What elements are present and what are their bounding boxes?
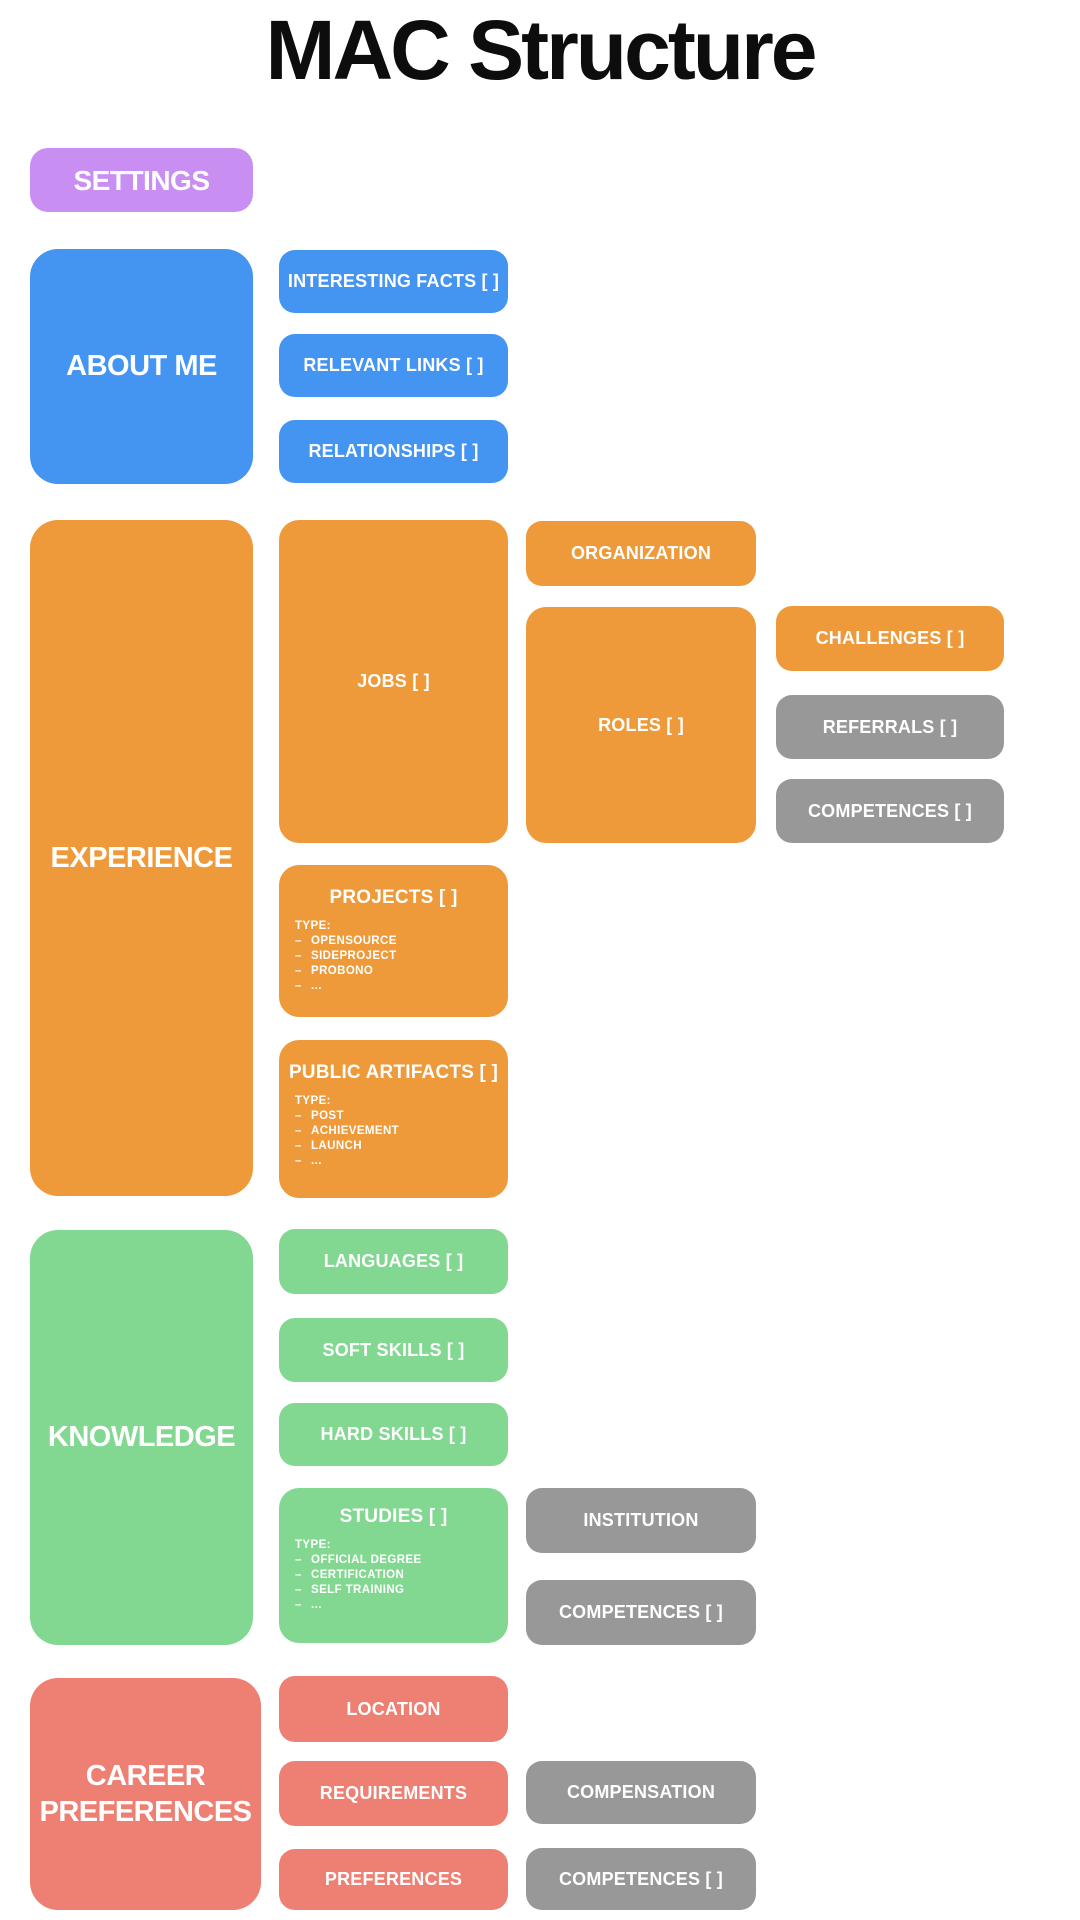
roles-competences-label: COMPETENCES [ ] [807,800,972,821]
settings-node[interactable]: SETTINGS [30,148,253,212]
preferences-label: PREFERENCES [324,1869,463,1889]
jobs-label: JOBS [ ] [357,671,430,691]
projects-type-list: TYPE: –OPENSOURCE –SIDEPROJECT –PROBONO … [295,919,508,994]
roles-node[interactable]: ROLES [ ] [526,607,756,843]
bullet-dash: – [295,1155,302,1167]
public-artifacts-node[interactable]: PUBLIC ARTIFACTS [ ] TYPE: –POST –ACHIEV… [279,1040,508,1198]
studies-type-list: TYPE: –OFFICIAL DEGREE –CERTIFICATION –S… [295,1538,508,1613]
career-competences-node[interactable]: COMPETENCES [ ] [526,1848,756,1910]
knowledge-node[interactable]: KNOWLEDGE [30,1230,253,1645]
jobs-node[interactable]: JOBS [ ] [279,520,508,843]
list-item: –OPENSOURCE [295,934,508,949]
about-me-node[interactable]: ABOUT ME [30,249,253,484]
list-item: –SELF TRAINING [295,1583,508,1598]
type-heading: TYPE: [295,920,331,932]
list-item-label: ACHIEVEMENT [311,1125,400,1137]
experience-node[interactable]: EXPERIENCE [30,520,253,1196]
institution-label: INSTITUTION [583,1510,699,1530]
requirements-label: REQUIREMENTS [319,1783,468,1803]
experience-label: EXPERIENCE [50,841,233,874]
institution-node[interactable]: INSTITUTION [526,1488,756,1553]
location-node[interactable]: LOCATION [279,1676,508,1742]
list-item-label: ... [311,980,322,992]
career-preferences-node[interactable]: CAREER PREFERENCES [30,1678,261,1910]
type-heading: TYPE: [295,1095,331,1107]
organization-node[interactable]: ORGANIZATION [526,521,756,586]
list-item-label: ... [311,1599,322,1611]
hard-skills-label: HARD SKILLS [ ] [320,1424,467,1444]
challenges-node[interactable]: CHALLENGES [ ] [776,606,1004,671]
type-heading: TYPE: [295,1539,331,1551]
bullet-dash: – [295,1140,302,1152]
referrals-node[interactable]: REFERRALS [ ] [776,695,1004,759]
projects-label: PROJECTS [ ] [329,887,458,908]
languages-node[interactable]: LANGUAGES [ ] [279,1229,508,1294]
list-item-label: ... [311,1155,322,1167]
relevant-links-label: RELEVANT LINKS [ ] [303,355,484,375]
bullet-dash: – [295,1569,302,1581]
list-item: –... [295,1598,508,1613]
list-item: –PROBONO [295,964,508,979]
list-item-label: SELF TRAINING [311,1584,405,1596]
list-item-label: PROBONO [311,965,374,977]
hard-skills-node[interactable]: HARD SKILLS [ ] [279,1403,508,1466]
settings-label: SETTINGS [73,164,210,196]
bullet-dash: – [295,980,302,992]
studies-competences-node[interactable]: COMPETENCES [ ] [526,1580,756,1645]
studies-competences-label: COMPETENCES [ ] [558,1602,723,1622]
interesting-facts-node[interactable]: INTERESTING FACTS [ ] [279,250,508,313]
languages-label: LANGUAGES [ ] [323,1251,464,1271]
list-item: –OFFICIAL DEGREE [295,1553,508,1568]
projects-node[interactable]: PROJECTS [ ] TYPE: –OPENSOURCE –SIDEPROJ… [279,865,508,1017]
list-item: –LAUNCH [295,1139,508,1154]
soft-skills-label: SOFT SKILLS [ ] [322,1339,465,1360]
location-label: LOCATION [346,1698,441,1719]
list-item: –ACHIEVEMENT [295,1124,508,1139]
studies-label: STUDIES [ ] [339,1506,448,1527]
compensation-node[interactable]: COMPENSATION [526,1761,756,1824]
about-me-label: ABOUT ME [66,350,217,383]
challenges-label: CHALLENGES [ ] [815,628,965,648]
soft-skills-node[interactable]: SOFT SKILLS [ ] [279,1318,508,1382]
bullet-dash: – [295,965,302,977]
list-item-label: SIDEPROJECT [311,950,397,962]
relevant-links-node[interactable]: RELEVANT LINKS [ ] [279,334,508,397]
page-title: MAC Structure [265,3,817,97]
bullet-dash: – [295,1125,302,1137]
compensation-label: COMPENSATION [566,1782,716,1802]
bullet-dash: – [295,950,302,962]
relationships-node[interactable]: RELATIONSHIPS [ ] [279,420,508,483]
public-artifacts-label: PUBLIC ARTIFACTS [ ] [288,1062,499,1083]
organization-label: ORGANIZATION [570,543,712,563]
bullet-dash: – [295,1584,302,1596]
studies-node[interactable]: STUDIES [ ] TYPE: –OFFICIAL DEGREE –CERT… [279,1488,508,1643]
list-item: –POST [295,1109,508,1124]
list-item-label: OFFICIAL DEGREE [311,1554,422,1566]
list-item: –... [295,979,508,994]
bullet-dash: – [295,1110,302,1122]
list-item-label: OPENSOURCE [311,935,397,947]
bullet-dash: – [295,935,302,947]
list-item-label: CERTIFICATION [311,1569,405,1581]
public-artifacts-type-list: TYPE: –POST –ACHIEVEMENT –LAUNCH –... [295,1094,508,1169]
list-item: –... [295,1154,508,1169]
referrals-label: REFERRALS [ ] [822,716,958,737]
career-competences-label: COMPETENCES [ ] [558,1868,723,1889]
relationships-label: RELATIONSHIPS [ ] [308,441,479,461]
knowledge-label: KNOWLEDGE [47,1421,236,1454]
list-item-label: LAUNCH [311,1140,362,1152]
list-item: –SIDEPROJECT [295,949,508,964]
bullet-dash: – [295,1599,302,1611]
bullet-dash: – [295,1554,302,1566]
preferences-node[interactable]: PREFERENCES [279,1849,508,1910]
requirements-node[interactable]: REQUIREMENTS [279,1761,508,1826]
list-item: –CERTIFICATION [295,1568,508,1583]
career-preferences-label: CAREER PREFERENCES [39,1759,252,1828]
roles-competences-node[interactable]: COMPETENCES [ ] [776,779,1004,843]
roles-label: ROLES [ ] [598,714,684,735]
list-item-label: POST [311,1110,344,1122]
interesting-facts-label: INTERESTING FACTS [ ] [287,271,500,291]
